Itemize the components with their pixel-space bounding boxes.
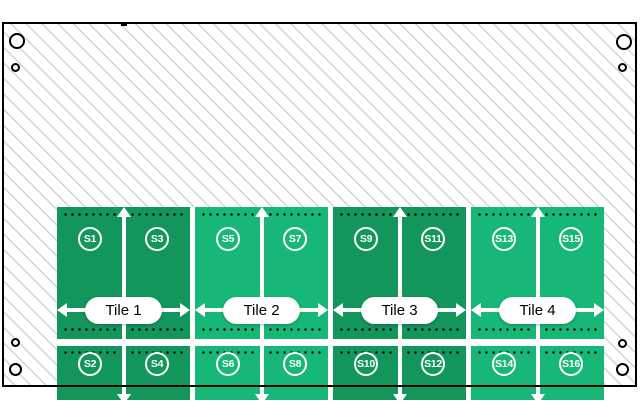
mounting-hole-icon <box>618 63 627 72</box>
sensor-badge: S2 <box>78 352 102 376</box>
solder-dot-row <box>543 328 599 331</box>
arrowhead-right-icon <box>180 303 190 317</box>
solder-dot-row <box>62 213 118 216</box>
sensor-badge: S3 <box>145 227 169 251</box>
arrowhead-up-icon <box>392 207 407 217</box>
tile-4: S13 S15 S14 S16 Tile 4 <box>471 207 604 404</box>
arrowhead-down-icon <box>530 394 545 404</box>
sensor-badge: S14 <box>492 352 516 376</box>
sensor-label: S16 <box>562 358 580 370</box>
solder-dot-row <box>267 213 323 216</box>
sensor-badge: S16 <box>559 352 583 376</box>
mounting-hole-icon <box>616 34 632 50</box>
sensor-label: S15 <box>562 233 580 245</box>
arrowhead-left-icon <box>57 303 67 317</box>
tile-label-pill: Tile 4 <box>499 297 576 324</box>
arrowhead-down-icon <box>254 394 269 404</box>
solder-dot-row <box>543 213 599 216</box>
sensor-badge: S6 <box>216 352 240 376</box>
tile-1: S1 S3 S2 S4 Tile 1 <box>57 207 190 404</box>
solder-dot-row <box>267 328 323 331</box>
tile-label-pill: Tile 2 <box>223 297 300 324</box>
arrowhead-up-icon <box>116 207 131 217</box>
sensor-badge: S4 <box>145 352 169 376</box>
tile-label: Tile 2 <box>243 302 280 319</box>
solder-dot-row <box>129 328 185 331</box>
mounting-hole-icon <box>618 339 627 348</box>
sensor-badge: S9 <box>354 227 378 251</box>
arrowhead-right-icon <box>318 303 328 317</box>
mounting-hole-icon <box>11 338 20 347</box>
tile-label-pill: Tile 3 <box>361 297 438 324</box>
sensor-label: S9 <box>359 233 373 245</box>
sensor-badge: S1 <box>78 227 102 251</box>
sensor-label: S7 <box>288 233 302 245</box>
solder-dot-row <box>129 213 185 216</box>
solder-dot-row <box>62 328 118 331</box>
sensor-label: S3 <box>150 233 164 245</box>
solder-dot-row <box>476 328 532 331</box>
arrowhead-left-icon <box>471 303 481 317</box>
sensor-label: S14 <box>495 358 513 370</box>
arrowhead-right-icon <box>594 303 604 317</box>
tile-2: S5 S7 S6 S8 Tile 2 <box>195 207 328 404</box>
arrowhead-left-icon <box>333 303 343 317</box>
sensor-badge: S8 <box>283 352 307 376</box>
mounting-hole-icon <box>9 363 22 376</box>
sensor-label: S8 <box>288 358 302 370</box>
sensor-badge: S5 <box>216 227 240 251</box>
arrowhead-up-icon <box>254 207 269 217</box>
top-edge-notch <box>121 24 127 26</box>
arrowhead-down-icon <box>392 394 407 404</box>
sensor-label: S2 <box>83 358 97 370</box>
sensor-badge: S12 <box>421 352 445 376</box>
sensor-badge: S10 <box>354 352 378 376</box>
tile-label-pill: Tile 1 <box>85 297 162 324</box>
sensor-badge: S7 <box>283 227 307 251</box>
arrowhead-up-icon <box>530 207 545 217</box>
sensor-label: S6 <box>221 358 235 370</box>
tile-label: Tile 1 <box>105 302 142 319</box>
arrowhead-down-icon <box>116 394 131 404</box>
solder-dot-row <box>338 328 394 331</box>
mounting-hole-icon <box>9 33 25 49</box>
solder-dot-row <box>338 213 394 216</box>
sensor-label: S11 <box>424 233 442 245</box>
mounting-hole-icon <box>616 363 629 376</box>
tile-3: S9 S11 S10 S12 Tile 3 <box>333 207 466 404</box>
sensor-label: S1 <box>83 233 97 245</box>
arrowhead-right-icon <box>456 303 466 317</box>
solder-dot-row <box>405 328 461 331</box>
tile-label: Tile 4 <box>519 302 556 319</box>
solder-dot-row <box>476 213 532 216</box>
sensor-label: S13 <box>495 233 513 245</box>
sensor-label: S10 <box>357 358 375 370</box>
sensor-badge: S15 <box>559 227 583 251</box>
sensor-badge: S13 <box>492 227 516 251</box>
sensor-label: S4 <box>150 358 164 370</box>
solder-dot-row <box>405 213 461 216</box>
mounting-hole-icon <box>11 63 20 72</box>
sensor-label: S12 <box>424 358 442 370</box>
arrowhead-left-icon <box>195 303 205 317</box>
sensor-badge: S11 <box>421 227 445 251</box>
solder-dot-row <box>200 328 256 331</box>
sensor-label: S5 <box>221 233 235 245</box>
tile-label: Tile 3 <box>381 302 418 319</box>
solder-dot-row <box>200 213 256 216</box>
